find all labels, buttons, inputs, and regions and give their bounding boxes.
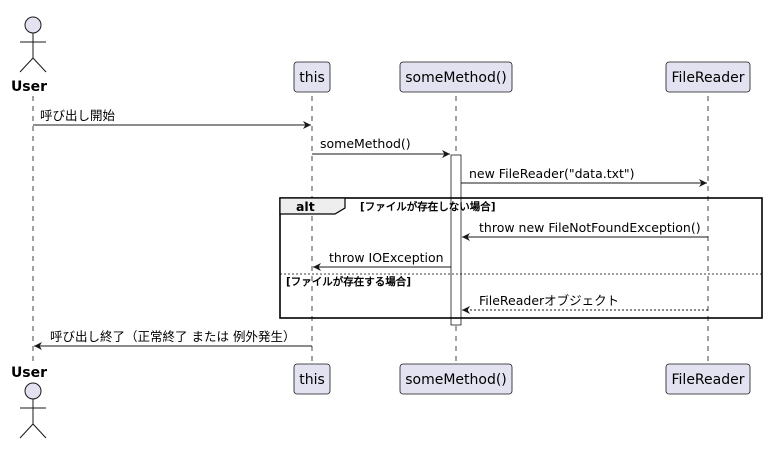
message-7-label: 呼び出し終了（正常終了 または 例外発生）: [50, 329, 295, 344]
participant-somemethod-label: someMethod(): [405, 70, 507, 86]
actor-user-label: User: [11, 79, 47, 95]
participant-this-bottom: this: [293, 363, 331, 395]
participant-somemethod-label-bottom: someMethod(): [405, 372, 507, 388]
alt-fragment: alt [ファイルが存在しない場合] [ファイルが存在する場合]: [279, 197, 763, 319]
message-2-label: someMethod(): [320, 136, 411, 151]
participant-this-label-bottom: this: [299, 372, 325, 388]
message-6: FileReaderオブジェクト: [462, 293, 708, 314]
actor-head-icon: [24, 16, 42, 34]
message-2: someMethod(): [312, 136, 450, 158]
participant-filereader-label-bottom: FileReader: [672, 372, 745, 388]
message-3: new FileReader("data.txt"): [461, 166, 707, 187]
actor-head-icon: [24, 382, 42, 400]
participant-filereader-top: FileReader: [665, 61, 751, 93]
alt-guard-2: [ファイルが存在する場合]: [286, 275, 411, 288]
message-3-label: new FileReader("data.txt"): [469, 166, 635, 181]
participant-somemethod-top: someMethod(): [399, 61, 513, 93]
message-7: 呼び出し終了（正常終了 または 例外発生）: [34, 329, 312, 350]
activation-bar-somemethod: [450, 154, 462, 326]
message-1: 呼び出し開始: [33, 108, 311, 129]
participant-somemethod-bottom: someMethod(): [399, 363, 513, 395]
message-4: throw new FileNotFoundException(): [462, 220, 708, 241]
message-1-label: 呼び出し開始: [40, 108, 116, 123]
alt-guard-1: [ファイルが存在しない場合]: [360, 200, 496, 213]
message-5-label: throw IOException: [329, 250, 444, 265]
alt-label: alt: [296, 199, 315, 214]
participant-this-top: this: [293, 61, 331, 93]
actor-user-bottom: User: [11, 365, 47, 439]
actor-user-label-bottom: User: [11, 365, 47, 381]
message-6-label: FileReaderオブジェクト: [479, 293, 619, 308]
message-5: throw IOException: [313, 250, 451, 271]
message-4-label: throw new FileNotFoundException(): [479, 220, 701, 235]
participant-filereader-label: FileReader: [672, 70, 745, 86]
participant-this-label: this: [299, 70, 325, 86]
participant-filereader-bottom: FileReader: [665, 363, 751, 395]
actor-user-top: User: [11, 16, 47, 95]
